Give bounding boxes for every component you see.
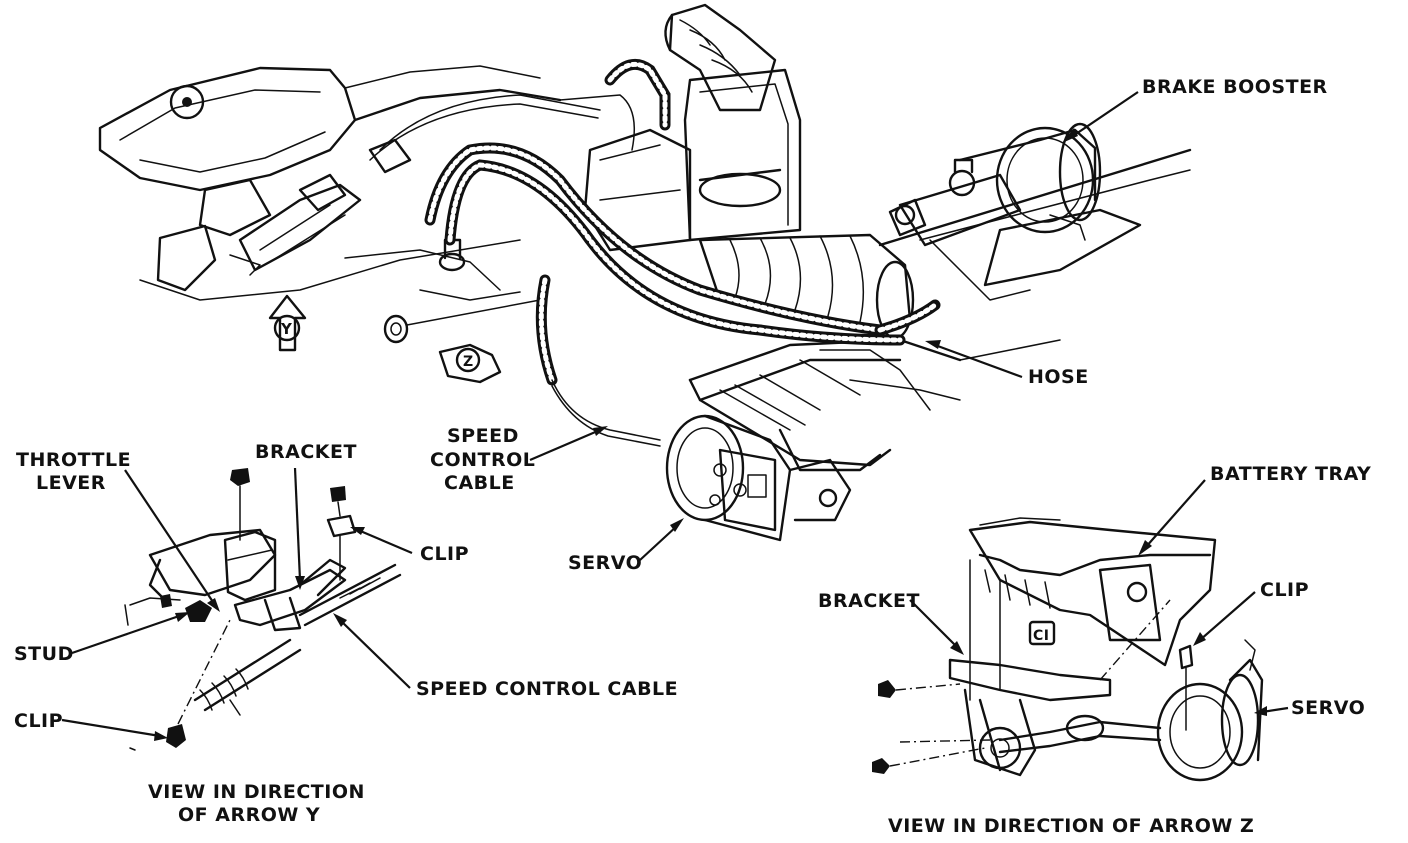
arrow-z-letter: Z xyxy=(463,354,474,370)
bracket-z-label: BRACKET xyxy=(818,590,920,612)
clip-z-label: CLIP xyxy=(1260,579,1309,601)
servo-label: SERVO xyxy=(568,552,642,574)
view-y-inset xyxy=(124,468,402,751)
arrow-y-letter: Y xyxy=(280,320,293,338)
hoses-and-cables xyxy=(369,58,941,447)
arrow-y: Y xyxy=(268,294,307,352)
servo-z-label: SERVO xyxy=(1291,697,1365,719)
throttle-lever-label-line1: THROTTLE xyxy=(16,449,131,471)
clip-y-lower-label: CLIP xyxy=(14,710,63,732)
bracket-y-label: BRACKET xyxy=(255,441,357,463)
speed-control-cable-label-line2: CONTROL xyxy=(430,449,535,471)
engine-bay-illustration xyxy=(98,3,1192,542)
speed-control-cable-label-line3: CABLE xyxy=(444,472,515,494)
hose-label: HOSE xyxy=(1028,366,1089,388)
labels: BRAKE BOOSTER HOSE SPEED CONTROL CABLE S… xyxy=(14,76,1371,837)
speed-control-cable-label-line1: SPEED xyxy=(447,425,519,447)
throttle-lever-label-line2: LEVER xyxy=(36,472,106,494)
view-y-caption-line1: VIEW IN DIRECTION xyxy=(148,781,365,803)
battery-tray-label: BATTERY TRAY xyxy=(1210,463,1371,485)
ci-mark: CI xyxy=(1033,628,1049,644)
arrow-z: Z xyxy=(438,343,502,384)
clip-y-upper-label: CLIP xyxy=(420,543,469,565)
stud-label: STUD xyxy=(14,643,74,665)
view-z-inset: CI xyxy=(872,517,1264,782)
speed-control-cable-y-label: SPEED CONTROL CABLE xyxy=(416,678,678,700)
view-y-caption-line2: OF ARROW Y xyxy=(178,804,320,826)
leader-lines xyxy=(61,91,1289,741)
brake-booster-label: BRAKE BOOSTER xyxy=(1142,76,1328,98)
view-z-caption: VIEW IN DIRECTION OF ARROW Z xyxy=(888,815,1254,837)
